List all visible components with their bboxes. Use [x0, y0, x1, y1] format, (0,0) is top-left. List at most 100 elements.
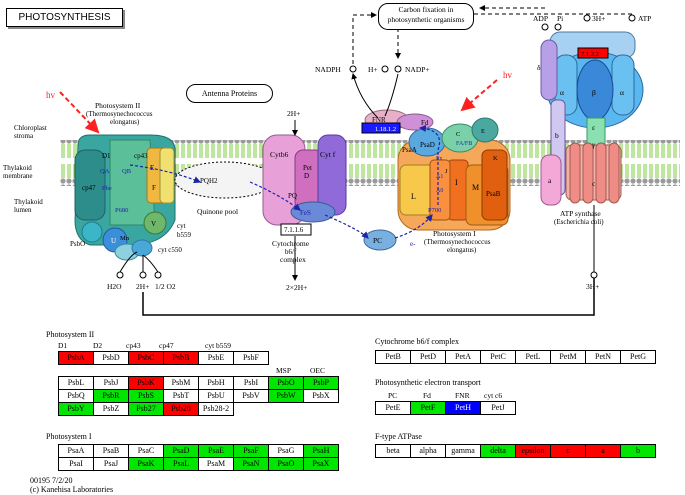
- gene-psad[interactable]: PsaD: [164, 445, 199, 458]
- gene-psbk[interactable]: PsbK: [129, 377, 164, 390]
- gene-psao[interactable]: PsaO: [269, 458, 304, 471]
- gene-psaa[interactable]: PsaA: [59, 445, 94, 458]
- gene-psax[interactable]: PsaX: [304, 458, 339, 471]
- gene-psak[interactable]: PsaK: [129, 458, 164, 471]
- cyt-ec-box[interactable]: [280, 223, 312, 236]
- ps2-col-d2: D2: [93, 341, 103, 350]
- gene-alpha[interactable]: alpha: [411, 445, 446, 458]
- antenna-proteins-link[interactable]: Antenna Proteins: [186, 84, 273, 103]
- ps1-title-1: Photosystem I: [433, 229, 476, 238]
- gene-petf[interactable]: PetF: [411, 402, 446, 415]
- h3-top-label: 3H+: [592, 14, 605, 23]
- gene-psbr[interactable]: PsbR: [94, 390, 129, 403]
- gene-psam[interactable]: PsaM: [199, 458, 234, 471]
- ps2-col-d1: D1: [58, 341, 68, 350]
- gene-peta[interactable]: PetA: [446, 351, 481, 364]
- plastocyanin[interactable]: [363, 229, 397, 251]
- gene-petm[interactable]: PetM: [551, 351, 586, 364]
- gene-psah[interactable]: PsaH: [304, 445, 339, 458]
- gene-psag[interactable]: PsaG: [269, 445, 304, 458]
- gene-peth[interactable]: PetH: [446, 402, 481, 415]
- gene-pete[interactable]: PetE: [376, 402, 411, 415]
- gene-psan[interactable]: PsaN: [234, 458, 269, 471]
- cyt-b559-label-2: b559: [177, 231, 192, 239]
- mn-label: Mn: [120, 235, 130, 242]
- gene-psby[interactable]: PsbY: [59, 403, 94, 416]
- atp-a-label: a: [548, 176, 552, 185]
- gene-psbx[interactable]: PsbX: [304, 390, 339, 403]
- cytochrome-b6f-complex[interactable]: [262, 134, 347, 226]
- psaa-label: PsaA: [402, 146, 417, 154]
- ps2-cp47-label: cp47: [82, 184, 96, 192]
- gene-psbs[interactable]: PsbS: [129, 390, 164, 403]
- quinone-pool[interactable]: [174, 161, 276, 199]
- gene-c[interactable]: c: [551, 445, 586, 458]
- gene-petl[interactable]: PetL: [516, 351, 551, 364]
- gene-psaf[interactable]: PsaF: [234, 445, 269, 458]
- psa-m-label: M: [472, 183, 479, 192]
- gene-psbw[interactable]: PsbW: [269, 390, 304, 403]
- gene-psab[interactable]: PsaB: [94, 445, 129, 458]
- gene-psbh[interactable]: PsbH: [199, 377, 234, 390]
- ps2-phe-label: Phe: [102, 185, 112, 192]
- atp-ec-box[interactable]: [577, 47, 609, 59]
- gene-petd[interactable]: PetD: [411, 351, 446, 364]
- gene-psbt[interactable]: PsbT: [164, 390, 199, 403]
- gene-psbc[interactable]: PsbC: [129, 352, 164, 365]
- gene-psbq[interactable]: PsbQ: [59, 390, 94, 403]
- pi-label: Pi: [557, 14, 563, 23]
- gene-petn[interactable]: PetN: [586, 351, 621, 364]
- electron-path-5: [418, 124, 441, 205]
- gene-psbf[interactable]: PsbF: [234, 352, 269, 365]
- gene-petg[interactable]: PetG: [621, 351, 656, 364]
- photosystem-ii[interactable]: [74, 134, 176, 261]
- atp-alpha-label-1: α: [560, 88, 564, 97]
- cyt-title-3: complex: [280, 255, 306, 264]
- ps2-v-label: V: [151, 220, 156, 228]
- carbon-fixation-link[interactable]: Carbon fixation in photosynthetic organi…: [378, 3, 474, 30]
- gene-psbb[interactable]: PsbB: [164, 352, 199, 365]
- cytb6-label: Cytb6: [270, 150, 289, 159]
- electron-path-2: [249, 181, 301, 211]
- gene-psbo[interactable]: PsbO: [269, 377, 304, 390]
- adp-label: ADP: [533, 14, 548, 23]
- gene-psbz[interactable]: PsbZ: [94, 403, 129, 416]
- gene-psal[interactable]: PsaL: [164, 458, 199, 471]
- gene-psb27[interactable]: Psb27: [129, 403, 164, 416]
- ps1-title-3: elongatus): [447, 246, 477, 254]
- gene-psbd[interactable]: PsbD: [94, 352, 129, 365]
- gene-psai[interactable]: PsaI: [59, 458, 94, 471]
- gene-psac[interactable]: PsaC: [129, 445, 164, 458]
- gene-delta[interactable]: delta: [481, 445, 516, 458]
- gene-petb[interactable]: PetB: [376, 351, 411, 364]
- light-arrow-right: [460, 79, 498, 112]
- gene-petj[interactable]: PetJ: [481, 402, 516, 415]
- lumen-label-2: lumen: [14, 206, 32, 214]
- gene-petc[interactable]: PetC: [481, 351, 516, 364]
- gene-b[interactable]: b: [621, 445, 656, 458]
- gene-psbv[interactable]: PsbV: [234, 390, 269, 403]
- atp-c-label: c: [592, 179, 596, 188]
- gene-psba[interactable]: PsbA: [59, 352, 94, 365]
- gene-psae[interactable]: PsaE: [199, 445, 234, 458]
- gene-psbp[interactable]: PsbP: [304, 377, 339, 390]
- gene-beta[interactable]: beta: [376, 445, 411, 458]
- gene-psb28-2[interactable]: Psb28-2: [199, 403, 234, 416]
- gene-psbl[interactable]: PsbL: [59, 377, 94, 390]
- ps2-qb-label: QB: [122, 168, 132, 175]
- gene-a[interactable]: a: [586, 445, 621, 458]
- fnr-enzyme[interactable]: [361, 122, 401, 134]
- photosystem-i[interactable]: [364, 109, 511, 231]
- gene-psbi[interactable]: PsbI: [234, 377, 269, 390]
- gene-gamma[interactable]: gamma: [446, 445, 481, 458]
- gene-psbj[interactable]: PsbJ: [94, 377, 129, 390]
- ps2-title-1: Photosystem II: [95, 101, 141, 110]
- gene-epsilon[interactable]: epsilon: [516, 445, 551, 458]
- gene-psb28[interactable]: Psb28: [164, 403, 199, 416]
- gene-psbu[interactable]: PsbU: [199, 390, 234, 403]
- gene-psaj[interactable]: PsaJ: [94, 458, 129, 471]
- atp-synthase[interactable]: [540, 31, 644, 206]
- gene-psbm[interactable]: PsbM: [164, 377, 199, 390]
- gene-psbe[interactable]: PsbE: [199, 352, 234, 365]
